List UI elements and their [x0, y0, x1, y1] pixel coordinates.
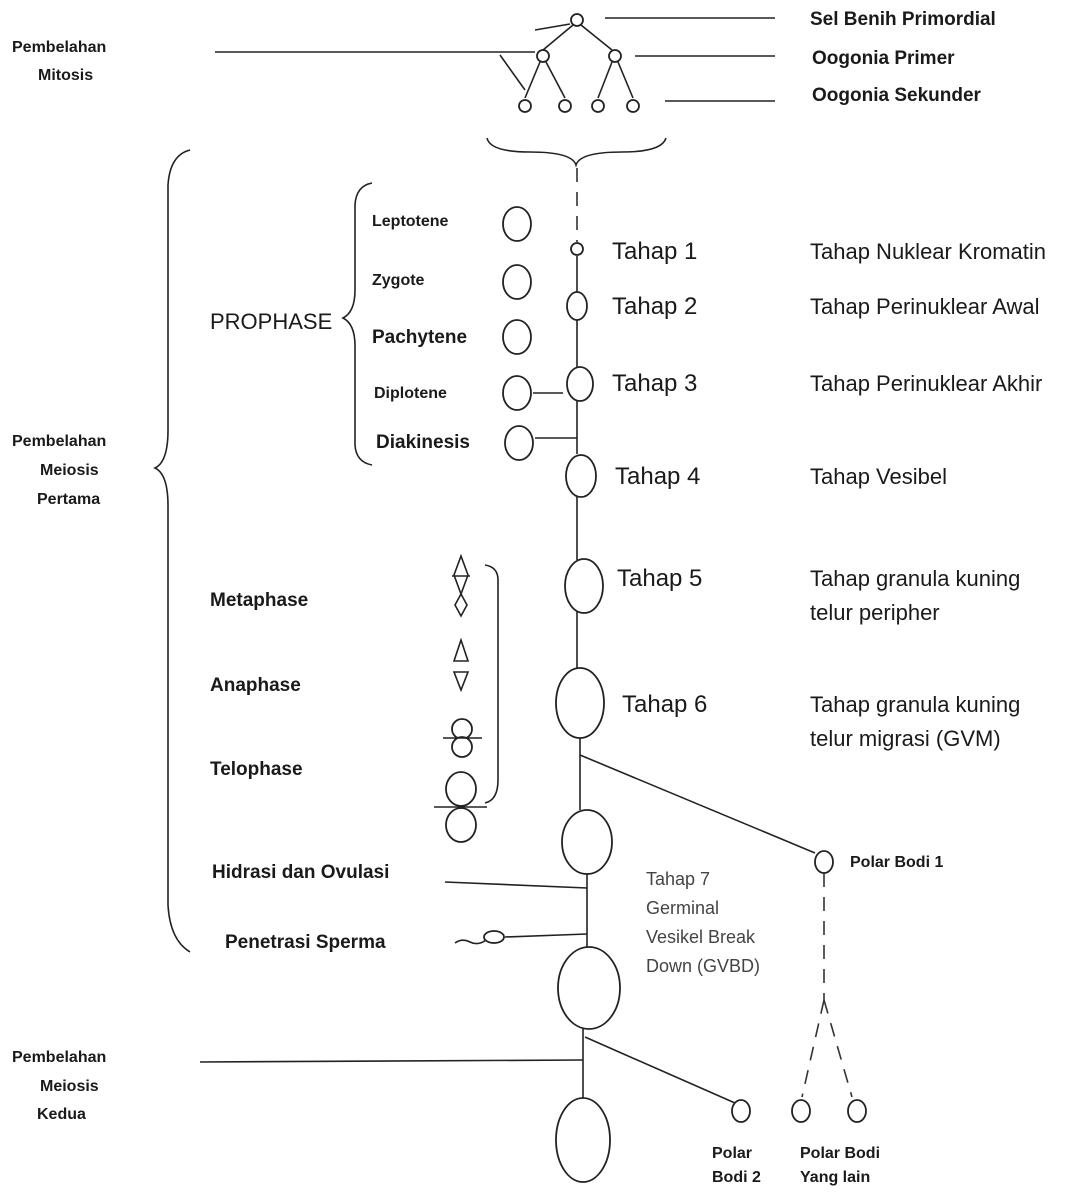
label-zygote: Zygote	[372, 272, 425, 289]
svg-text:telur migrasi (GVM): telur migrasi (GVM)	[810, 726, 1001, 751]
label-pembelahan-meiosis-kedua: Pembelahan Meiosis Kedua	[12, 1049, 106, 1123]
desc-tahap-1: Tahap Nuklear Kromatin	[810, 239, 1046, 264]
sperm-glyph	[454, 930, 588, 945]
svg-text:Pertama: Pertama	[37, 491, 100, 508]
oogonia-sekunder-cell	[558, 99, 572, 113]
svg-text:Vesikel Break: Vesikel Break	[646, 927, 756, 947]
cell-fertilized	[557, 946, 621, 1030]
label-leptotene: Leptotene	[372, 213, 449, 230]
label-penetrasi-sperma: Penetrasi Sperma	[225, 932, 386, 953]
cell-final-ovum	[555, 1097, 611, 1183]
label-oogonia-primer: Oogonia Primer	[812, 48, 955, 69]
mitosis-tree	[215, 13, 775, 168]
label-sel-benih-primordial: Sel Benih Primordial	[810, 9, 996, 30]
desc-tahap-3: Tahap Perinuklear Akhir	[810, 371, 1042, 396]
label-pembelahan-meiosis-pertama: Pembelahan Meiosis Pertama	[12, 433, 106, 508]
svg-text:Pembelahan: Pembelahan	[12, 1049, 106, 1066]
cell-tahap-6	[555, 667, 605, 739]
svg-text:Germinal: Germinal	[646, 898, 719, 918]
cell-tahap-5	[564, 558, 604, 614]
svg-text:Pembelahan: Pembelahan	[12, 433, 106, 450]
svg-text:Meiosis: Meiosis	[40, 1078, 99, 1095]
svg-text:Mitosis: Mitosis	[38, 67, 93, 84]
label-diakinesis: Diakinesis	[376, 432, 470, 453]
main-cells	[555, 242, 621, 1183]
label-telophase: Telophase	[210, 759, 303, 780]
cell-tahap-4	[565, 454, 597, 498]
prophase-cells	[502, 206, 577, 461]
label-tahap-1: Tahap 1	[612, 238, 697, 265]
main-axis	[576, 168, 588, 1098]
label-tahap-7: Tahap 7 Germinal Vesikel Break Down (GVB…	[646, 869, 760, 976]
prophase-brace	[341, 182, 373, 466]
label-prophase: PROPHASE	[210, 309, 332, 334]
cell-tahap-2	[566, 291, 588, 321]
svg-text:Pembelahan: Pembelahan	[12, 39, 106, 56]
label-metaphase: Metaphase	[210, 590, 308, 611]
label-pachytene: Pachytene	[372, 327, 467, 348]
cell-tahap-3	[566, 366, 594, 402]
primordial-cell	[570, 13, 584, 27]
label-polar-bodi-1: Polar Bodi 1	[850, 854, 943, 871]
svg-text:Polar: Polar	[712, 1145, 752, 1162]
svg-text:Yang lain: Yang lain	[800, 1169, 870, 1186]
oogonia-sekunder-cell	[591, 99, 605, 113]
label-diplotene: Diplotene	[374, 385, 447, 402]
label-anaphase: Anaphase	[210, 675, 301, 696]
cell-tahap-7	[561, 809, 613, 875]
polar-body-1	[814, 850, 834, 874]
cell-tahap-1	[570, 242, 584, 256]
svg-text:Meiosis: Meiosis	[40, 462, 99, 479]
svg-text:Bodi 2: Bodi 2	[712, 1169, 761, 1186]
svg-text:Down (GVBD): Down (GVBD)	[646, 956, 760, 976]
label-tahap-4: Tahap 4	[615, 463, 700, 490]
label-polar-bodi-lain: Polar Bodi Yang lain	[800, 1145, 880, 1186]
svg-text:Polar Bodi: Polar Bodi	[800, 1145, 880, 1162]
label-tahap-6: Tahap 6	[622, 691, 707, 718]
label-polar-bodi-2: Polar Bodi 2	[712, 1145, 761, 1186]
label-tahap-5: Tahap 5	[617, 565, 702, 592]
desc-tahap-2: Tahap Perinuklear Awal	[810, 294, 1040, 319]
svg-text:telur peripher: telur peripher	[810, 600, 940, 625]
polar-body-2	[731, 1099, 751, 1123]
svg-text:Kedua: Kedua	[37, 1106, 86, 1123]
desc-tahap-6: Tahap granula kuning telur migrasi (GVM)	[810, 692, 1020, 751]
oogonia-sekunder-cell	[518, 99, 532, 113]
hidrasi-leader	[444, 881, 588, 889]
desc-tahap-5: Tahap granula kuning telur peripher	[810, 566, 1020, 625]
label-hidrasi-ovulasi: Hidrasi dan Ovulasi	[212, 862, 389, 883]
label-tahap-3: Tahap 3	[612, 370, 697, 397]
svg-text:Tahap 7: Tahap 7	[646, 869, 710, 889]
polar-bodies	[579, 754, 867, 1123]
svg-text:Tahap granula kuning: Tahap granula kuning	[810, 566, 1020, 591]
label-pembelahan-mitosis: Pembelahan Mitosis	[12, 39, 106, 84]
oogonia-sekunder-cell	[626, 99, 640, 113]
label-tahap-2: Tahap 2	[612, 293, 697, 320]
desc-tahap-4: Tahap Vesibel	[810, 464, 947, 489]
division-glyphs	[434, 553, 499, 843]
oogonia-primer-cell-right	[608, 49, 622, 63]
label-oogonia-sekunder: Oogonia Sekunder	[812, 85, 982, 106]
svg-text:Tahap granula kuning: Tahap granula kuning	[810, 692, 1020, 717]
meiosis2-leader	[199, 1059, 584, 1063]
meiosis1-brace	[153, 149, 191, 953]
oogonia-primer-cell-left	[536, 49, 550, 63]
